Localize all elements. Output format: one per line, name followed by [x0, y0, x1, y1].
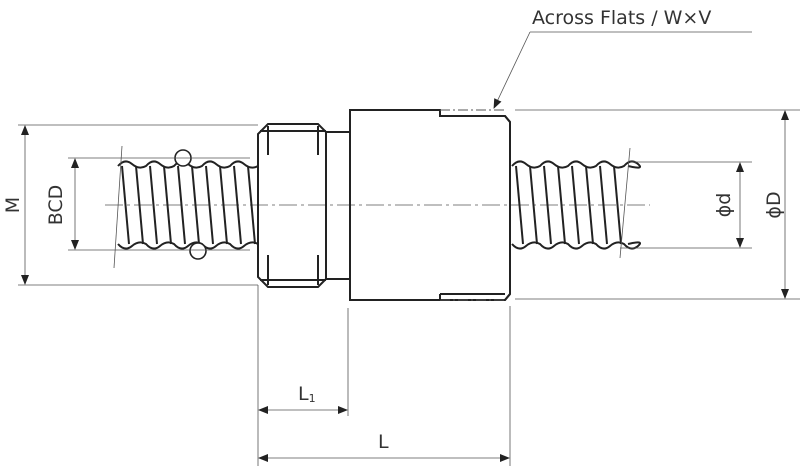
thread-line [557, 165, 566, 245]
svg-text:ϕD: ϕD [763, 191, 785, 218]
thread-line [149, 165, 158, 245]
dimension-M: M [2, 125, 29, 285]
dimension-L1: L1 [258, 383, 348, 414]
thread-line [543, 165, 552, 245]
break-line [113, 145, 123, 269]
dimension-phi-D: ϕD [763, 110, 789, 299]
hex-flange [257, 123, 327, 288]
thread-line [121, 165, 130, 245]
break-line [619, 147, 631, 259]
nut-neck [326, 131, 350, 280]
thread-line [233, 165, 242, 245]
nut-body [349, 109, 511, 301]
svg-text:L1: L1 [298, 383, 316, 405]
thread-line [135, 165, 144, 245]
screw-shaft-right [511, 147, 641, 259]
thread-line [219, 165, 228, 245]
across-flats-callout: Across Flats / W×V [493, 7, 752, 109]
thread-line [571, 165, 580, 245]
L-label: L [378, 431, 389, 453]
thread-crest-bottom [117, 241, 259, 250]
dimension-BCD: BCD [45, 158, 79, 250]
ball-bottom [189, 242, 207, 260]
thread-line [599, 165, 608, 245]
thread-line [247, 165, 256, 245]
extension-lines [18, 109, 800, 466]
thread-line [205, 165, 214, 245]
L1-label: L [298, 383, 309, 405]
dimension-L: L [258, 431, 510, 462]
thread-line [177, 165, 186, 245]
L1-subscript: 1 [309, 392, 316, 405]
thread-line [191, 165, 200, 245]
thread-crest-top [511, 160, 641, 169]
thread-line [163, 165, 172, 245]
dimension-phi-d: ϕd [713, 162, 744, 248]
svg-text:BCD: BCD [45, 185, 67, 226]
thread-line [529, 165, 538, 245]
thread-line [515, 165, 524, 245]
thread-line [585, 165, 594, 245]
svg-text:M: M [2, 197, 24, 213]
thread-line [613, 165, 622, 245]
svg-text:ϕd: ϕd [713, 193, 735, 218]
across-flats-label: Across Flats / W×V [532, 7, 711, 29]
